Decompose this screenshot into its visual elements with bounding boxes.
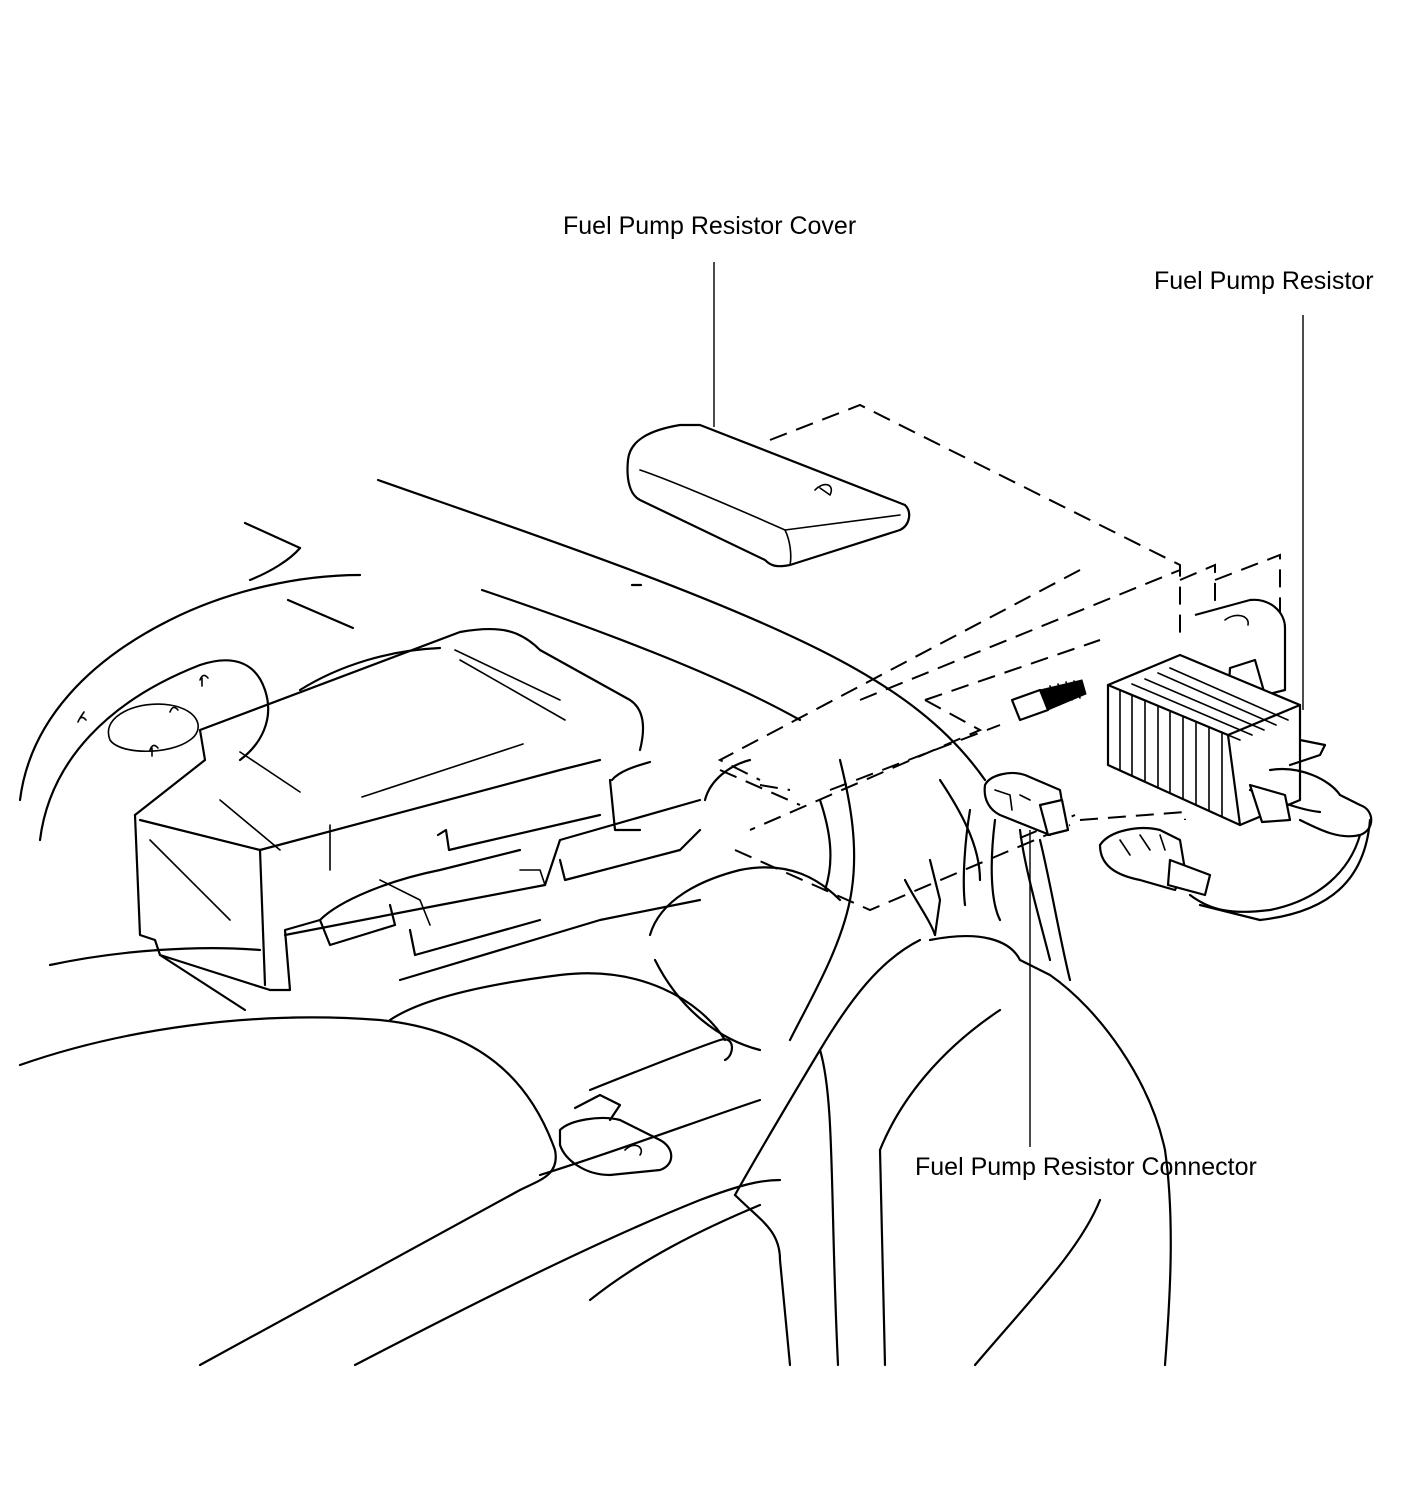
- fuel-pump-resistor-part: [1106, 598, 1373, 922]
- label-resistor-cover: Fuel Pump Resistor Cover: [563, 212, 856, 240]
- harness-connector-part: [962, 771, 1072, 982]
- engine-compartment-outline: [18, 478, 1172, 1367]
- leader-lines: [713, 262, 1304, 1147]
- label-fuel-pump-resistor: Fuel Pump Resistor: [1154, 267, 1374, 295]
- resistor-cover-part: [626, 423, 911, 568]
- mounting-bolt: [1010, 679, 1087, 722]
- resistor-side-connector: [1098, 827, 1212, 897]
- label-resistor-connector: Fuel Pump Resistor Connector: [915, 1153, 1257, 1181]
- assembly-dashed-lines: [717, 403, 1281, 912]
